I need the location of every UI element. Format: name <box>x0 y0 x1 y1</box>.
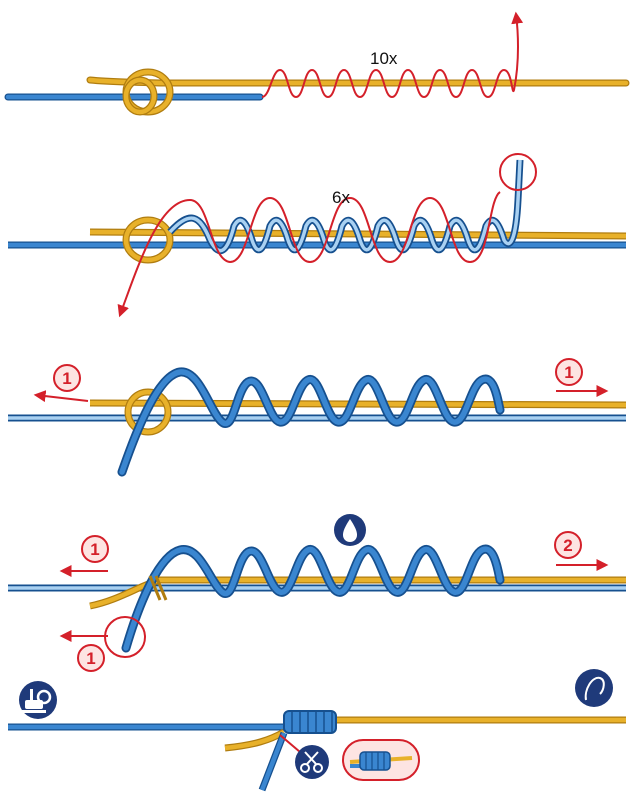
yellow-loop <box>122 216 174 264</box>
svg-text:1: 1 <box>90 540 99 559</box>
tag-end-highlight <box>499 153 537 191</box>
knot-wraps <box>148 575 168 601</box>
right-pull-badge: 1 <box>555 358 583 386</box>
finished-knot-inset <box>342 739 420 781</box>
svg-text:1: 1 <box>62 369 71 388</box>
red-wraps <box>261 11 524 99</box>
scissors-icon <box>295 745 329 779</box>
yellow-main-line <box>89 400 627 408</box>
left-bottom-pull-badge: 1 <box>77 644 105 672</box>
step-5 <box>8 669 626 792</box>
blue-wraps <box>117 367 505 477</box>
left-top-pull-badge: 1 <box>81 535 109 563</box>
yellow-loop <box>124 388 172 436</box>
step-4: 1 1 2 <box>8 514 626 672</box>
water-drop-icon <box>334 514 366 546</box>
yellow-main-line <box>89 577 626 609</box>
svg-text:1: 1 <box>564 363 573 382</box>
cut-pointer <box>279 734 301 753</box>
pull-left-arrow <box>33 390 89 403</box>
left-pull-badge: 1 <box>53 364 81 392</box>
step-3: 1 1 <box>8 358 627 477</box>
step-2: 6x <box>8 153 627 318</box>
yellow-loop <box>122 68 174 116</box>
svg-text:2: 2 <box>563 536 572 555</box>
fishing-hook-icon <box>575 669 613 707</box>
right-pull-badge: 2 <box>554 531 582 559</box>
blue-wraps <box>121 544 505 653</box>
step-1: 10x <box>4 11 630 116</box>
fishing-reel-icon <box>19 681 57 719</box>
svg-text:1: 1 <box>86 649 95 668</box>
finished-knot <box>283 710 337 734</box>
wrap-count-label: 10x <box>370 49 398 68</box>
wrap-count-label: 6x <box>332 188 350 207</box>
red-guide-line <box>117 191 501 318</box>
